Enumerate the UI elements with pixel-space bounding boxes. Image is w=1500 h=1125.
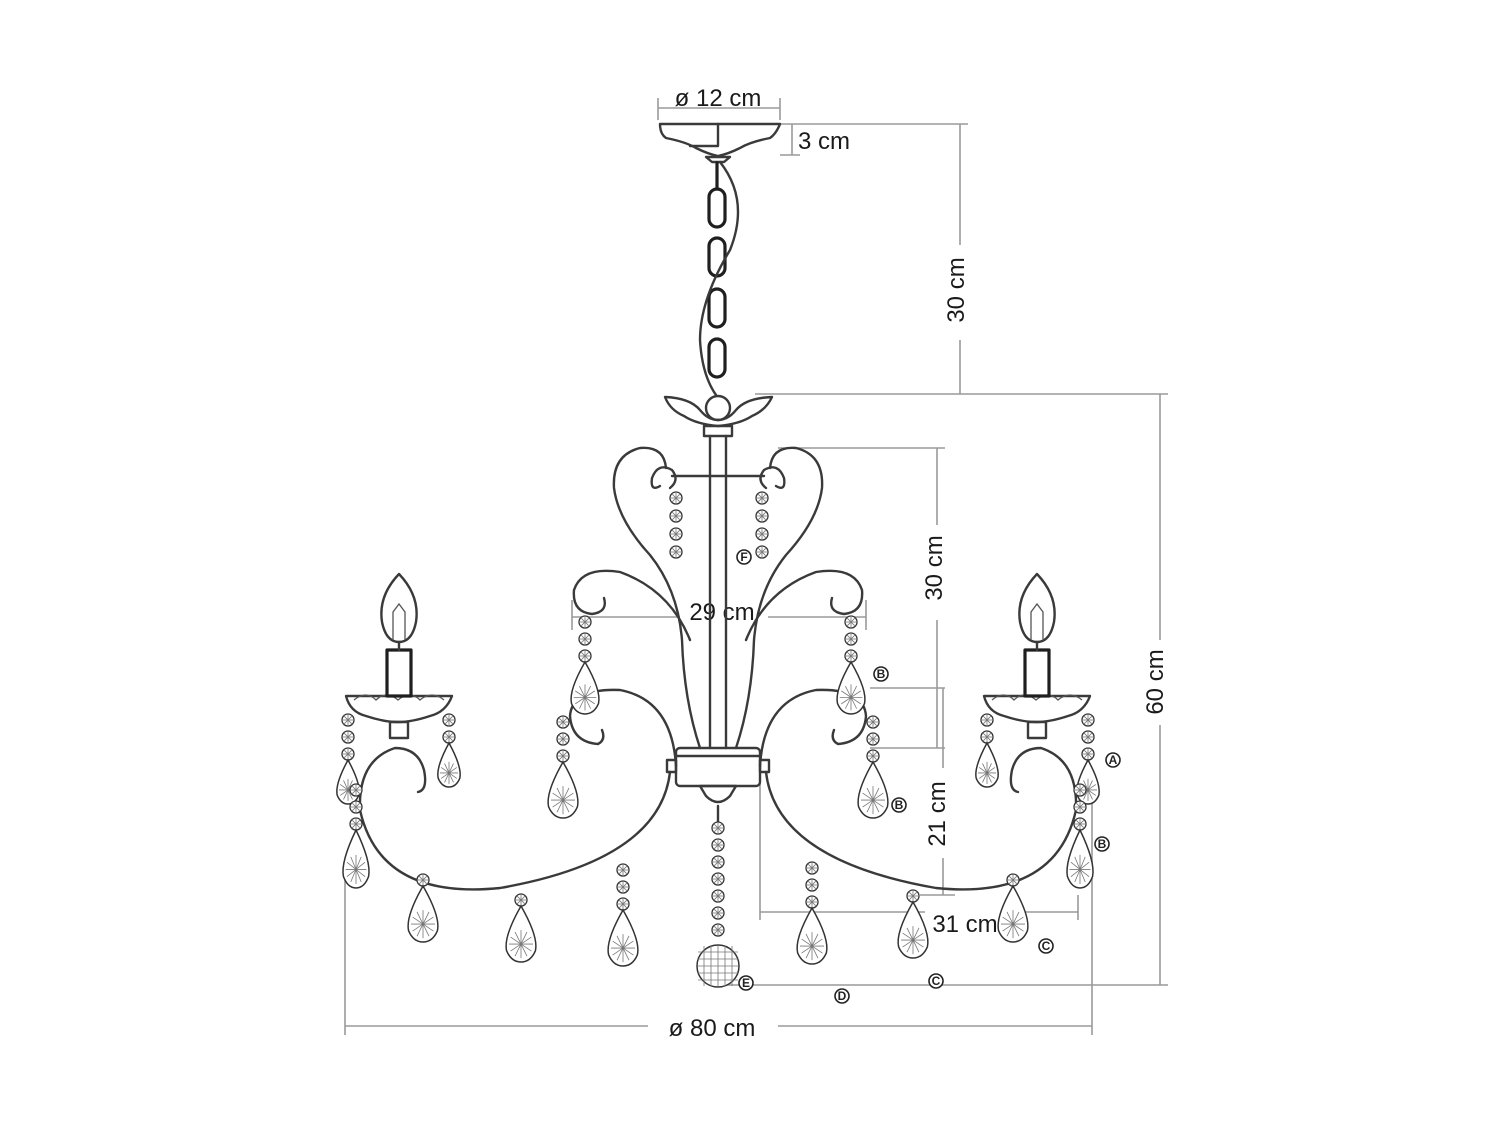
dimension-labels: ø 12 cm 3 cm 30 cm 60 cm 30 cm 29 cm 21 … <box>669 85 1169 1042</box>
arm-width-label: 31 cm <box>932 911 997 938</box>
label-c-right: C <box>1038 938 1054 954</box>
svg-text:C: C <box>932 974 941 988</box>
svg-text:B: B <box>1098 837 1107 851</box>
dimension-lines <box>344 98 1168 1035</box>
canopy-height-label: 3 cm <box>798 128 850 155</box>
upper-height-label: 30 cm <box>921 535 948 600</box>
svg-text:B: B <box>877 667 886 681</box>
label-b-right: B <box>1094 836 1110 852</box>
svg-text:C: C <box>1042 939 1051 953</box>
svg-text:F: F <box>740 550 747 564</box>
total-height-label: 60 cm <box>1142 649 1169 714</box>
left-candle-holder <box>344 572 454 740</box>
chain-length-label: 30 cm <box>943 257 970 322</box>
svg-text:A: A <box>1109 753 1118 767</box>
chain <box>698 160 740 397</box>
canopy <box>658 122 782 164</box>
canopy-diameter-label: ø 12 cm <box>675 85 762 112</box>
arm-height-label: 21 cm <box>924 781 951 846</box>
label-f: F <box>736 549 752 565</box>
svg-text:E: E <box>742 976 750 990</box>
svg-text:B: B <box>895 798 904 812</box>
right-candle-holder <box>982 572 1092 740</box>
upper-scrolls <box>572 446 864 750</box>
label-b-middle: B <box>891 797 907 813</box>
label-b-upper: B <box>873 666 889 682</box>
overall-diameter-label: ø 80 cm <box>669 1015 756 1042</box>
label-a: A <box>1105 752 1121 768</box>
upper-width-label: 29 cm <box>689 599 754 626</box>
svg-text:D: D <box>838 989 847 1003</box>
part-labels: A B B B C C D E <box>736 549 1121 1004</box>
label-e: E <box>738 975 754 991</box>
crystal-pendants <box>336 491 1100 988</box>
label-c-lower: C <box>928 973 944 989</box>
label-d: D <box>834 988 850 1004</box>
